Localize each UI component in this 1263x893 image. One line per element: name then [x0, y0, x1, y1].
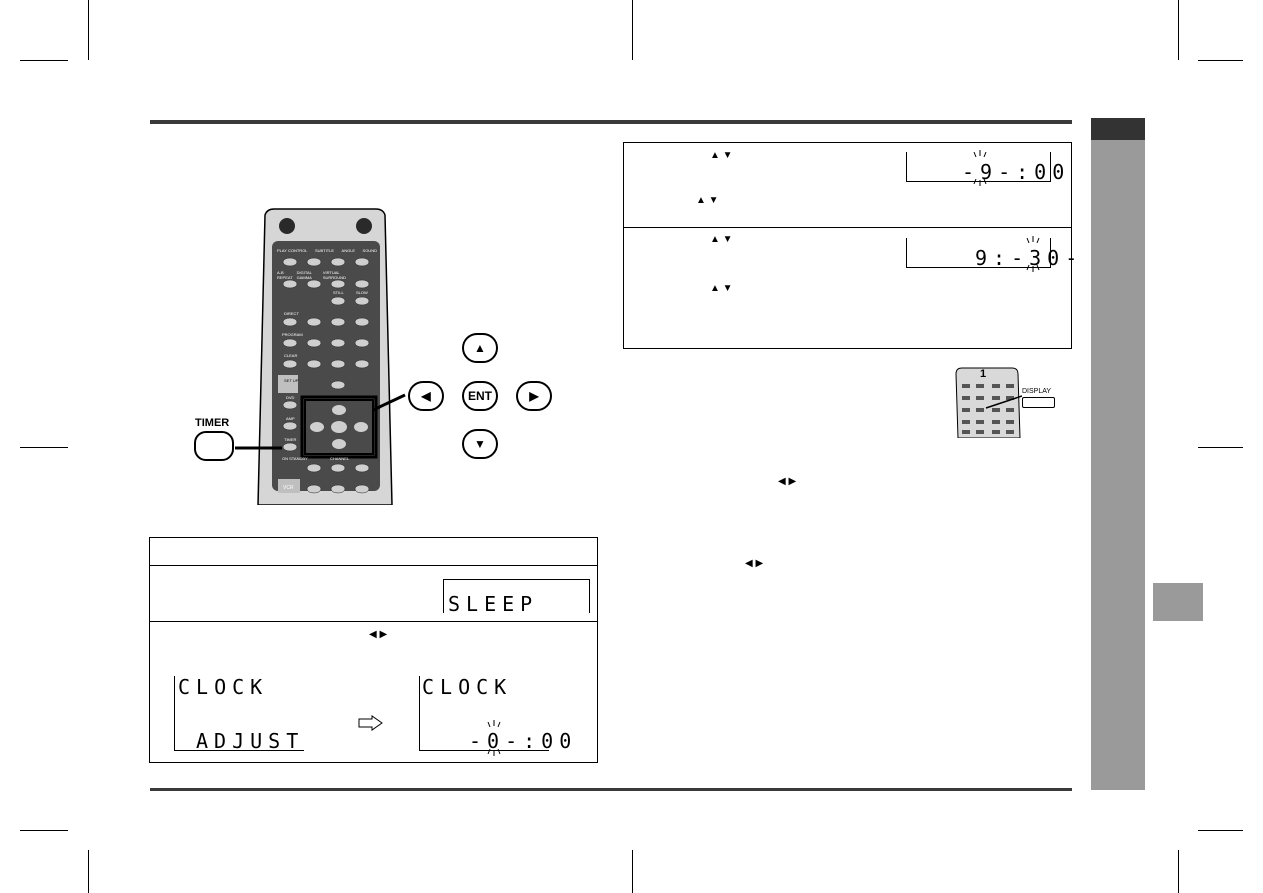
- right-button[interactable]: ▶: [516, 381, 552, 411]
- up-down-arrows: ▲ ▼: [710, 283, 733, 294]
- left-steps-table: [149, 537, 598, 763]
- down-button[interactable]: ▼: [462, 429, 498, 459]
- up-button[interactable]: ▲: [462, 333, 498, 363]
- up-down-arrows: ▲ ▼: [710, 234, 733, 245]
- remote-vcr-label: VCR: [283, 485, 294, 491]
- sleep-display-text: SLEEP: [448, 592, 539, 616]
- remote-still-label: STILL: [333, 290, 344, 295]
- clock-text-a: CLOCK: [178, 675, 269, 699]
- side-tab-bar: [1091, 118, 1145, 790]
- remote-label: ANGLE: [341, 248, 356, 253]
- mini-remote-illustration: [955, 367, 1022, 438]
- enter-button[interactable]: ENT: [462, 381, 498, 411]
- minute-display-frame: [906, 238, 1051, 268]
- hour-display-text: -9-:00: [962, 160, 1071, 184]
- remote-dvd-label: DVD: [286, 395, 295, 400]
- arrow-right-icon: [358, 715, 383, 731]
- crop-mark: [1198, 447, 1243, 448]
- remote-standby-label: ON STANDBY: [282, 456, 308, 461]
- left-arrow-icon: ◀: [421, 389, 431, 403]
- remote-clear-label: CLEAR: [284, 353, 298, 358]
- left-right-arrows: ◀ ▶: [778, 476, 797, 487]
- remote-label: SOUND: [362, 248, 377, 253]
- table-divider: [149, 621, 598, 622]
- ent-label: ENT: [468, 389, 492, 403]
- remote-label: DIGITAL GAMMA: [296, 270, 312, 280]
- remote-label: VIRTUAL SURROUND: [322, 270, 346, 280]
- clock-time-text: -0-:00: [469, 729, 578, 753]
- table-divider: [149, 565, 598, 566]
- blink-icon: [1026, 236, 1040, 272]
- remote-channel-label: CHANNEL: [330, 456, 350, 461]
- side-tab-header: [1091, 118, 1145, 140]
- up-down-arrows: ▲ ▼: [696, 195, 719, 206]
- crop-mark: [1198, 830, 1243, 831]
- up-down-arrows: ▲ ▼: [710, 150, 733, 161]
- hour-display-frame: [906, 152, 1051, 182]
- right-steps-table: [623, 142, 1072, 349]
- display-label: DISPLAY: [1022, 388, 1052, 395]
- left-button[interactable]: ◀: [408, 381, 444, 411]
- remote-timer-label: TIMER: [284, 437, 297, 442]
- remote-slow-label: SLOW: [356, 290, 368, 295]
- down-arrow-icon: ▼: [474, 437, 486, 451]
- crop-mark: [88, 0, 89, 60]
- mini-remote-logo: 1: [980, 368, 987, 380]
- remote-label: A-B REPEAT: [277, 270, 293, 280]
- minute-display-text: 9:-30-: [975, 246, 1084, 270]
- left-right-arrows: ◀ ▶: [745, 558, 764, 569]
- timer-button[interactable]: [194, 431, 234, 461]
- crop-mark: [1198, 60, 1243, 61]
- remote-control-illustration: [235, 208, 406, 505]
- crop-mark: [20, 447, 68, 448]
- table-divider: [623, 227, 1072, 228]
- side-tab-marker: [1153, 583, 1203, 621]
- remote-label: PLAY CONTROL: [277, 248, 308, 253]
- sleep-display-frame: [443, 579, 590, 613]
- right-arrow-icon: ▶: [529, 389, 539, 403]
- up-arrow-icon: ▲: [474, 341, 486, 355]
- remote-program-label: PROGRAM: [282, 332, 303, 337]
- crop-mark: [20, 60, 68, 61]
- blink-icon: [487, 720, 501, 756]
- blink-icon: [973, 150, 987, 186]
- remote-direct-label: DIRECT: [284, 311, 299, 316]
- crop-mark: [1178, 0, 1179, 60]
- adjust-text: ADJUST: [196, 729, 305, 753]
- remote-row1-labels: PLAY CONTROL SUBTITLE ANGLE SOUND: [277, 248, 377, 253]
- crop-mark: [632, 850, 633, 893]
- crop-mark: [20, 830, 68, 831]
- bottom-rule: [150, 788, 1072, 791]
- clock-text-b: CLOCK: [422, 675, 513, 699]
- top-rule: [150, 120, 1072, 124]
- remote-setup-label: SET UP: [284, 378, 299, 383]
- remote-row2-labels: A-B REPEAT DIGITAL GAMMA VIRTUAL SURROUN…: [277, 270, 357, 280]
- clock-time-frame: [419, 676, 549, 751]
- crop-mark: [88, 850, 89, 893]
- clock-adjust-frame: [174, 676, 304, 751]
- remote-label: SUBTITLE: [314, 248, 335, 253]
- timer-label: TIMER: [195, 417, 230, 429]
- display-button[interactable]: [1022, 397, 1055, 408]
- crop-mark: [632, 0, 633, 60]
- remote-amp-label: AMP: [286, 416, 295, 421]
- crop-mark: [1178, 850, 1179, 893]
- left-right-arrows: ◀ ▶: [369, 629, 388, 640]
